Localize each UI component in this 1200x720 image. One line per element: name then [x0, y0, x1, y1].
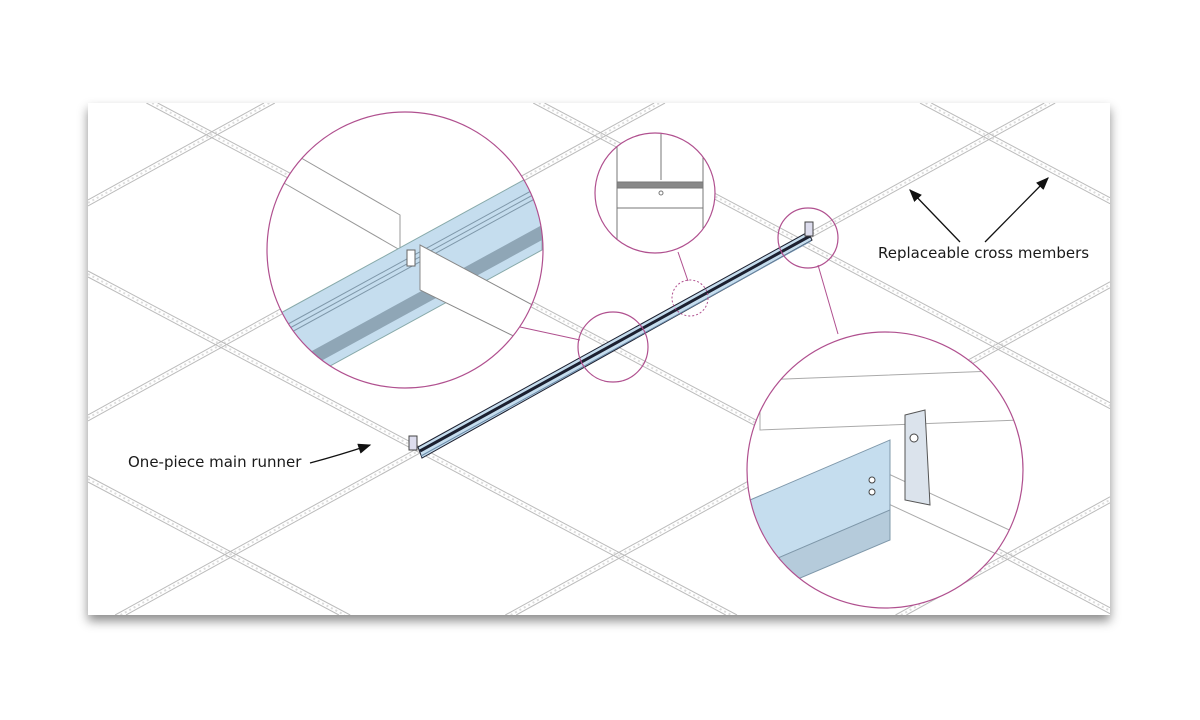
- label-cross-members: Replaceable cross members: [876, 244, 1092, 262]
- grid-beam: [88, 276, 726, 615]
- callout-marker: [577, 311, 649, 383]
- grid-beam: [931, 103, 1110, 199]
- callout-cross-connection: [266, 111, 544, 389]
- callout-marker: [671, 279, 709, 317]
- grid-beam: [88, 103, 276, 207]
- grid-beam: [88, 273, 732, 615]
- hanger-clip: [804, 221, 814, 237]
- main-runner: [417, 231, 813, 459]
- annotation-arrows: [309, 177, 1049, 464]
- grid-beam: [88, 478, 345, 615]
- hanger-clip: [408, 435, 418, 451]
- grid-beam: [88, 475, 351, 615]
- label-main-runner: One-piece main runner: [126, 453, 304, 471]
- callout-connectors: [519, 251, 839, 341]
- callout-end-clip: [746, 331, 1024, 609]
- grid-beam: [919, 103, 1110, 205]
- grid-beam: [88, 103, 265, 201]
- callout-marker: [777, 207, 839, 269]
- callout-section-view: [594, 132, 716, 254]
- grid-beam: [88, 481, 340, 615]
- grid-beam: [510, 283, 1110, 615]
